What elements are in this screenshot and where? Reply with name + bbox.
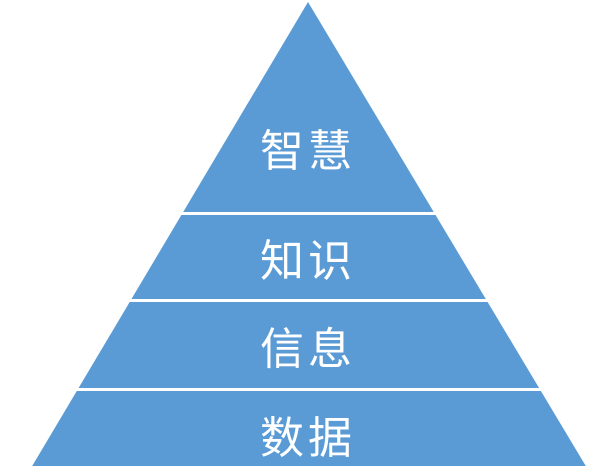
separator-line	[0, 212, 610, 215]
separator-line	[0, 299, 610, 302]
level-wisdom-label: 智慧	[260, 126, 356, 177]
pyramid-shape	[32, 2, 586, 466]
level-information-label: 信息	[260, 324, 356, 375]
level-knowledge-label: 知识	[260, 236, 356, 287]
level-data-label: 数据	[260, 413, 356, 464]
separator-line	[0, 388, 610, 391]
